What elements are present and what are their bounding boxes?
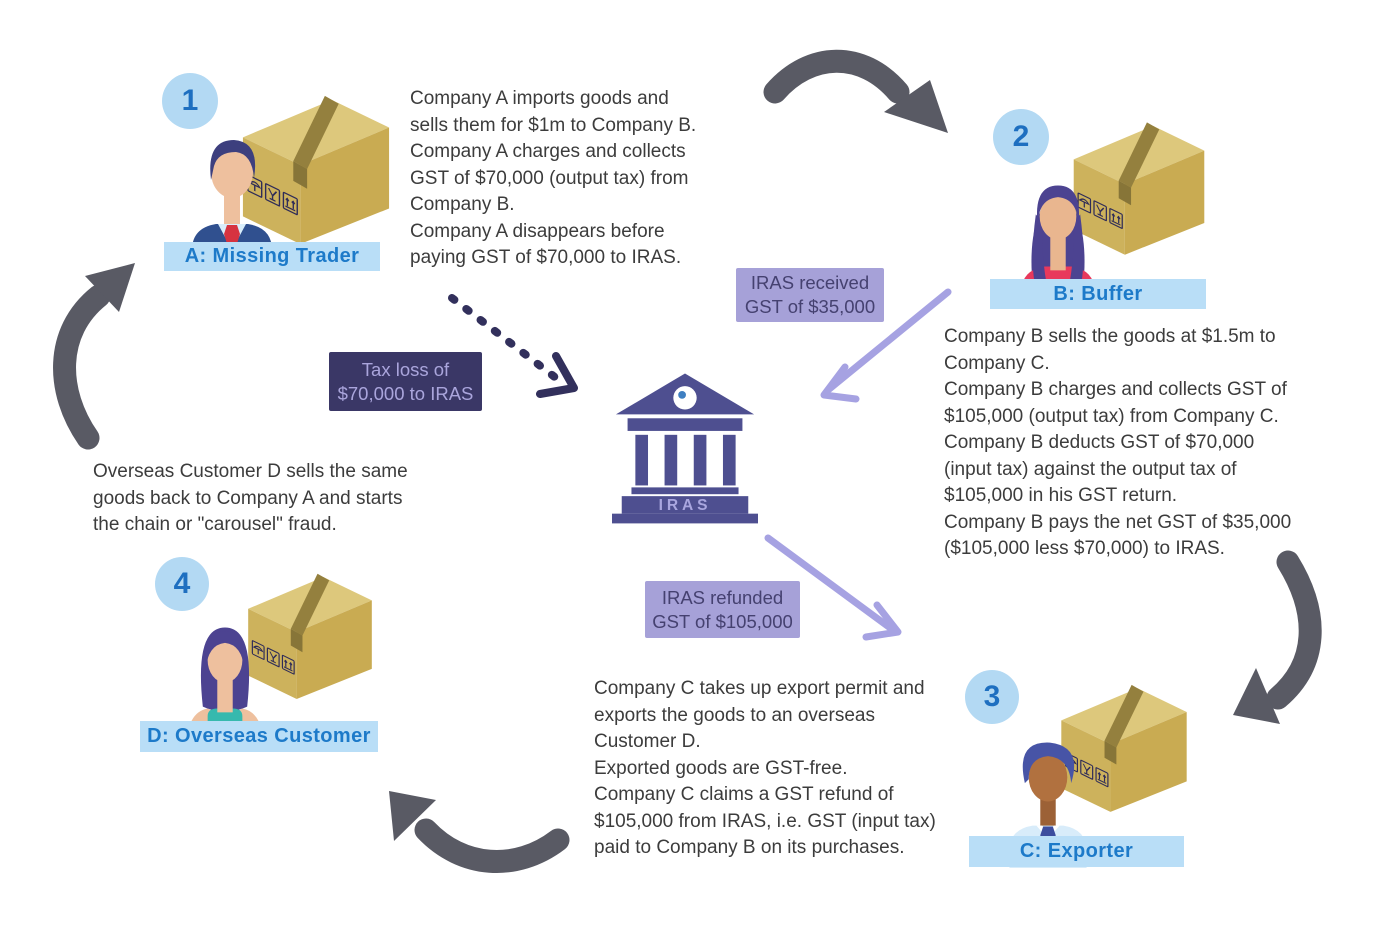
actor-card-exporter: C: Exporter 3: [960, 665, 1205, 875]
actor-card-missing-trader: A: Missing Trader 1: [150, 70, 400, 280]
badge-number: 4: [173, 567, 191, 600]
note-company-c: Company C takes up export permit and exp…: [594, 678, 936, 858]
iras-building-icon: IRAS: [612, 373, 758, 524]
iras-label: IRAS: [659, 497, 712, 514]
arrow-b-to-iras-icon: [820, 288, 952, 403]
callout-iras-refunded: IRAS refunded GST of $105,000: [645, 581, 800, 638]
box-icon: [242, 95, 390, 245]
box-icon: [1061, 684, 1187, 812]
number-badge: 3: [965, 670, 1019, 724]
number-badge: 2: [993, 109, 1049, 165]
actor-label-bar: C: Exporter: [969, 836, 1184, 867]
actor-card-buffer: B: Buffer 2: [985, 105, 1220, 315]
note-customer-d: Overseas Customer D sells the same goods…: [93, 461, 408, 535]
badge-number: 3: [983, 680, 1001, 713]
box-icon: [248, 573, 372, 699]
callout-tax-loss: Tax loss of $70,000 to IRAS: [329, 352, 482, 411]
actor-card-overseas-customer: D: Overseas Customer 4: [130, 552, 390, 762]
actor-label-bar: A: Missing Trader: [164, 242, 380, 271]
arrow-a-to-b-icon: [763, 49, 948, 133]
arrow-d-to-a-icon: [53, 263, 135, 450]
box-icon: [1073, 122, 1205, 255]
actor-label-bar: D: Overseas Customer: [140, 721, 378, 752]
actor-label: D: Overseas Customer: [147, 725, 371, 747]
arrow-iras-to-c-icon: [764, 534, 902, 641]
badge-number: 2: [1012, 120, 1030, 153]
actor-label: C: Exporter: [1019, 840, 1134, 862]
badge-number: 1: [181, 84, 199, 117]
number-badge: 1: [162, 73, 218, 129]
number-badge: 4: [155, 557, 209, 611]
actor-label: B: Buffer: [1053, 282, 1143, 305]
arrow-c-to-d-icon: [389, 791, 570, 873]
note-company-b: Company B sells the goods at $1.5m to Co…: [944, 326, 1292, 559]
note-company-a: Company A imports goods and sells them f…: [410, 88, 697, 268]
actor-label: A: Missing Trader: [184, 245, 360, 267]
dotted-arrow-a-to-iras-icon: [448, 294, 578, 398]
callout-iras-received: IRAS received GST of $35,000: [736, 268, 884, 322]
arrow-b-to-c-icon: [1233, 550, 1322, 724]
actor-label-bar: B: Buffer: [990, 279, 1206, 309]
